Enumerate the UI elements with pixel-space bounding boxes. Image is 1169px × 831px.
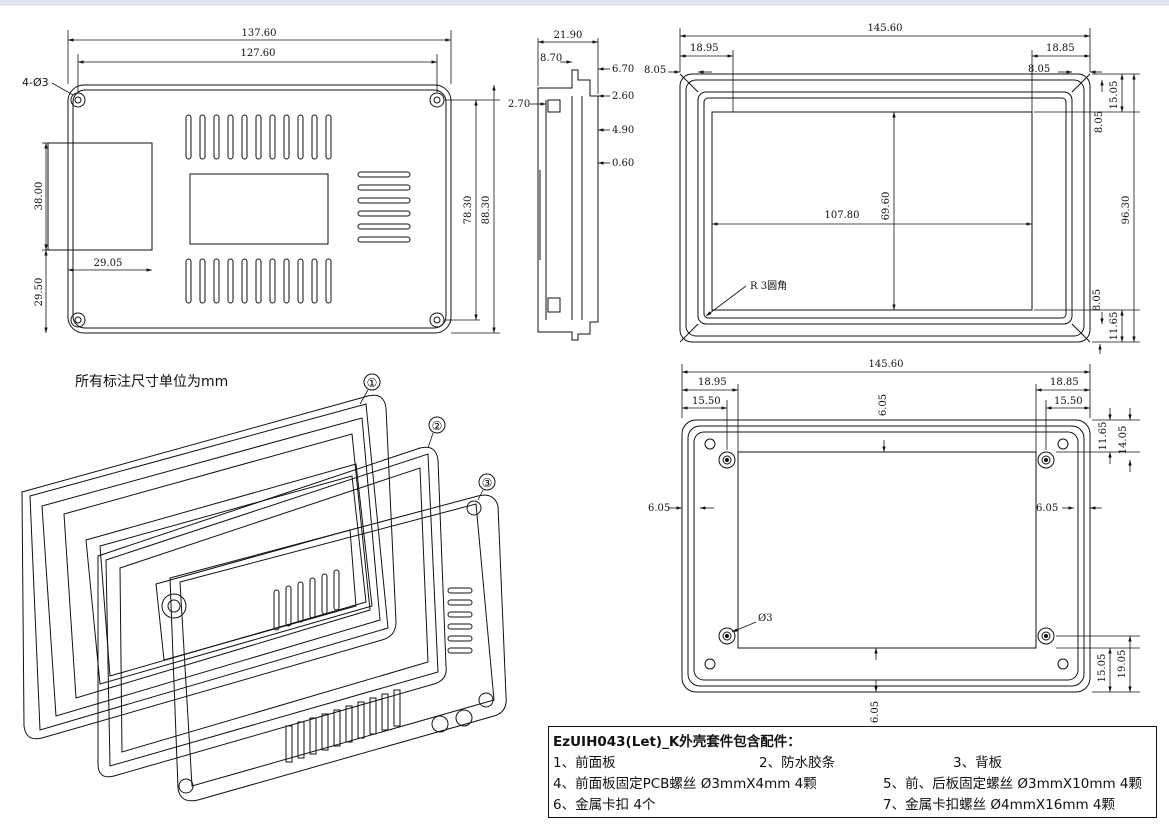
side-view: 21.90 8.70 6.70 2.70 2.60 4.90 0.60 [508,30,634,341]
screw-hole-bl [70,312,86,328]
dim-left-b: 15.50 [692,396,721,407]
dim-width: 145.60 [868,23,903,34]
callout-2: ② [432,419,443,433]
mount-hole-tr [1037,451,1055,469]
dim-side-r: 6.05 [1036,503,1058,514]
dim-width: 145.60 [869,359,904,370]
dim-top-gap: 6.05 [878,394,889,416]
part-front-bezel [21,394,397,740]
dim-d5: 4.90 [612,125,634,136]
mount-hole-tl [718,451,736,469]
callout-1: ① [367,376,378,390]
dim-d2: 6.70 [612,64,634,75]
dim-frame-b: 8.05 [1092,289,1103,311]
dim-left-offset: 29.05 [94,258,123,269]
dim-holes: 4-Ø3 [22,76,49,89]
dim-frame-l: 8.05 [644,65,666,76]
screw-hole-tl [70,92,86,108]
kit-item-2: 2、防水胶条 [759,755,836,771]
dim-side-l: 6.05 [648,503,670,514]
front-panel-view: 145.60 18.95 18.85 8.05 8.05 15.05 8.05 … [644,23,1140,354]
kit-item-3: 3、背板 [953,755,1003,771]
dim-right-a: 18.85 [1050,377,1079,388]
dim-top-margin: 15.05 [1109,81,1120,110]
front-view: 137.60 127.60 4-Ø3 38.00 29.50 29.05 78.… [22,28,500,334]
callout-3: ③ [482,476,493,490]
dim-overall-width: 137.60 [242,28,277,39]
vent-slots-top [185,114,332,160]
dim-window-h: 69.60 [881,192,892,221]
dim-overall-height: 88.30 [481,196,492,225]
dim-d1: 8.70 [540,53,562,64]
dim-right-b: 15.50 [1054,396,1083,407]
dim-right-t1: 11.65 [1098,422,1109,451]
dim-frame-r: 8.05 [1028,64,1050,75]
kit-item-1: 1、前面板 [553,755,616,771]
dim-window-w: 107.80 [825,210,860,221]
dim-left-a: 18.95 [698,377,727,388]
kit-item-7: 7、金属卡扣螺丝 Ø4mmX16mm 4颗 [883,797,1116,813]
dim-d6: 0.60 [612,158,634,169]
dim-hole-span: 127.60 [241,48,276,59]
kit-list: EzUIH043(Let)_K外壳套件包含配件： 1、前面板 2、防水胶条 3、… [548,726,1157,818]
dim-height: 96.30 [1121,196,1132,225]
dim-left-offset: 18.95 [690,43,719,54]
dim-bottom-margin: 11.65 [1109,312,1120,341]
unit-note: 所有标注尺寸单位为mm [75,374,229,390]
dim-opening-height: 38.00 [34,182,45,211]
dim-right-offset: 18.85 [1046,43,1075,54]
vent-slots-bottom [185,258,332,304]
kit-item-5: 5、前、后板固定螺丝 Ø3mmX10mm 4颗 [883,776,1143,792]
kit-item-4: 4、前面板固定PCB螺丝 Ø3mmX4mm 4颗 [553,776,817,792]
part-back-plate [169,494,507,802]
dim-frame-t: 8.05 [1094,111,1105,133]
kit-item-6: 6、金属卡扣 4个 [553,797,656,813]
front-window [189,173,329,245]
dim-bot-r1: 15.05 [1097,654,1108,683]
dim-bottom-gap: 6.05 [870,701,881,723]
dim-depth: 21.90 [554,30,583,41]
screw-hole-br [429,312,445,328]
top-bar [0,0,1169,6]
dim-bot-r2: 19.05 [1117,650,1128,679]
exploded-view: ① ② ③ [21,373,507,802]
mount-hole-br [1037,627,1055,645]
dim-bottom-offset: 29.50 [34,278,45,307]
dim-hole-span-v: 78.30 [463,196,474,225]
back-panel-view: 145.60 18.95 18.85 15.50 15.50 6.05 11.6… [648,359,1140,723]
dim-right-t2: 14.05 [1118,426,1129,455]
part-gasket [97,446,447,778]
screw-hole-tr [429,92,445,108]
dim-hole-dia: Ø3 [758,613,773,624]
kit-title: EzUIH043(Let)_K外壳套件包含配件： [553,734,801,750]
vent-slots-right [357,171,411,243]
dim-d4: 2.60 [612,91,634,102]
dim-radius: R 3圆角 [750,280,787,292]
mount-hole-bl [718,627,736,645]
dim-d3: 2.70 [508,99,530,110]
